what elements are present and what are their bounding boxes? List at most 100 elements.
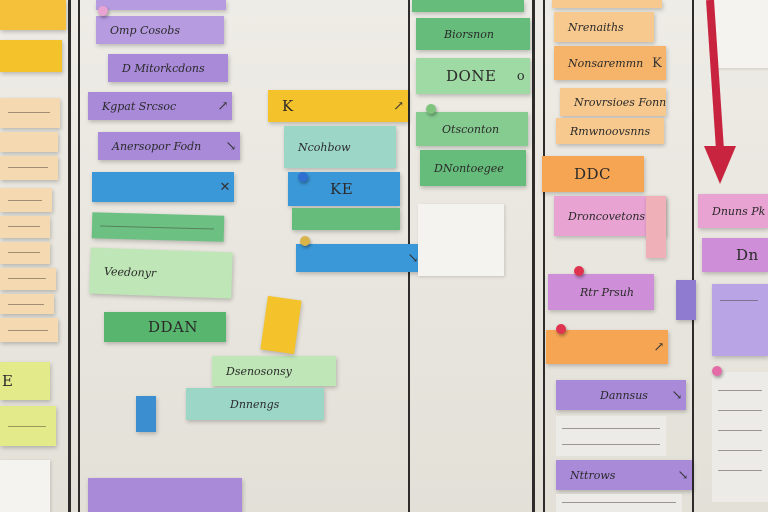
sticky-note[interactable]: Dnuns Pk [698,194,768,228]
sticky-note[interactable]: ↘ [296,244,422,272]
sticky-note[interactable] [0,40,62,72]
pen-mark: ↗ [653,339,665,355]
sticky-note[interactable] [0,318,58,342]
pen-mark: ↘ [225,138,237,154]
sticky-note[interactable] [292,208,400,230]
pen-mark: ✕ [219,179,231,195]
sticky-note[interactable]: DNontoegee [420,150,526,186]
note-text: E [2,372,14,390]
sticky-note[interactable]: DDC [542,156,644,192]
sticky-note[interactable]: Kgpat Srcsoc ↗ [88,92,232,120]
sticky-note[interactable] [0,242,50,264]
note-text: Dnnengs [230,397,280,411]
paper-sheet [0,460,50,512]
note-text: DNontoegee [434,161,504,175]
sticky-note[interactable] [412,0,524,12]
sticky-note[interactable]: Rmwnoovsnns [556,118,664,144]
push-pin-icon [556,324,566,334]
note-text: Dn [736,246,759,264]
note-text: Dannsus [600,388,648,402]
lined-paper [556,416,666,456]
sticky-note[interactable]: Biorsnon [416,18,530,50]
column-divider [543,0,545,512]
column-divider [68,0,71,512]
lined-paper [712,372,768,502]
note-text: DONE [446,67,497,85]
sticky-note[interactable]: E [0,362,50,400]
sticky-note[interactable] [88,478,242,512]
sticky-note[interactable]: K↗ [268,90,408,122]
note-text: Kgpat Srcsoc [102,99,177,113]
note-text: Biorsnon [444,27,494,41]
sticky-note[interactable] [0,268,56,290]
sticky-note[interactable]: Nttrows↘ [556,460,692,490]
note-text: Nttrows [570,468,616,482]
sticky-note[interactable] [0,406,56,446]
push-pin-icon [426,104,436,114]
sticky-note[interactable]: Anersopor Fodn ↘ [98,132,240,160]
column-divider [78,0,80,512]
sticky-note[interactable] [260,295,302,355]
sticky-note[interactable]: Nrenaiths [554,12,654,42]
pen-mark: K [652,55,662,71]
note-text: K [282,97,294,115]
sticky-note[interactable] [676,280,696,320]
note-text: D Mitorkcdons [122,61,205,75]
note-text: Ncohbow [298,140,351,154]
note-text: DDAN [148,318,199,336]
note-text: Rmwnoovsnns [570,124,651,138]
column-divider [532,0,535,512]
sticky-note[interactable]: Nrovrsioes Fonn [560,88,666,116]
sticky-note[interactable]: Dnnengs [186,388,324,420]
pen-mark: ↘ [407,250,419,266]
note-text: Dsenosonsy [226,364,292,378]
sticky-note[interactable] [96,0,226,10]
note-text: Veedonyr [103,264,157,280]
sticky-note[interactable] [712,284,768,356]
sticky-note[interactable] [0,132,58,152]
pen-mark: ↗ [393,98,405,114]
push-pin-icon [574,266,584,276]
push-pin-icon [712,366,722,376]
sticky-note[interactable]: Omp Cosobs [96,16,224,44]
sticky-note[interactable]: Dannsus ↘ [556,380,686,410]
note-text: Dnuns Pk [712,204,766,218]
sticky-note[interactable]: D Mitorkcdons [108,54,228,82]
sticky-note[interactable] [0,0,66,30]
sticky-note[interactable]: Dsenosonsy [212,356,336,386]
lined-paper [556,494,682,512]
sticky-note[interactable] [0,216,50,238]
note-text: Anersopor Fodn [112,139,202,153]
sticky-note[interactable] [0,188,52,212]
sticky-note[interactable] [646,196,666,258]
sticky-note[interactable]: Otsconton [416,112,528,146]
red-arrow-icon [704,0,736,184]
sticky-note[interactable] [0,156,58,180]
sticky-note[interactable]: ✕ [92,172,234,202]
sticky-note[interactable] [91,212,225,242]
sticky-note[interactable]: ↗ [546,330,668,364]
pen-mark: ↘ [671,387,683,403]
sticky-note[interactable] [552,0,662,8]
note-text: Otsconton [442,122,500,136]
sticky-note[interactable]: Dn [702,238,768,272]
sticky-note[interactable] [0,294,54,314]
note-text: Droncovetons [568,209,646,223]
sticky-note[interactable]: Veedonyr [89,247,233,299]
note-text: Nrovrsioes Fonn [574,95,666,109]
sticky-note[interactable]: DDAN [104,312,226,342]
note-text: Omp Cosobs [110,23,180,37]
sticky-note[interactable] [136,396,156,432]
note-text: DDC [574,165,612,183]
sticky-note[interactable] [0,98,60,128]
pen-mark: o [516,68,526,84]
sticky-note[interactable]: Ncohbow [284,126,396,168]
paper-sheet [712,0,768,68]
sticky-note[interactable]: Rtr Prsuh [548,274,654,310]
note-text: KE [330,180,354,198]
push-pin-icon [298,172,308,182]
sticky-note[interactable]: DONE o [416,58,530,94]
pen-mark: ↗ [217,98,229,114]
